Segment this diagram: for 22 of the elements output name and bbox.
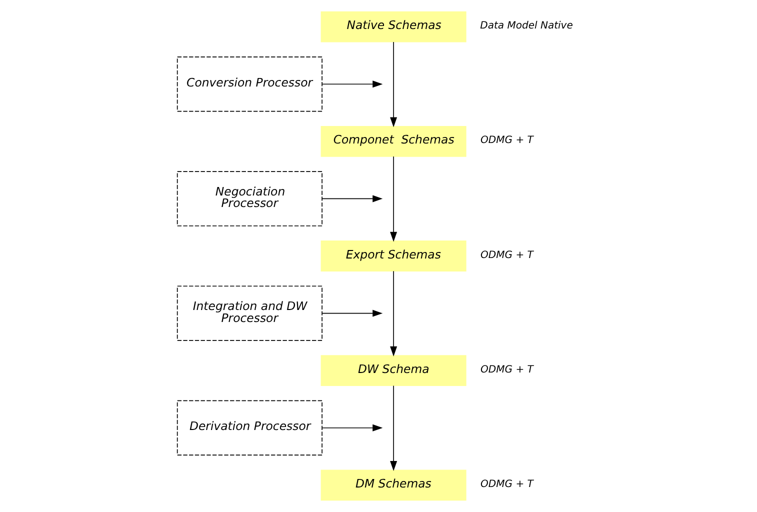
arrow [322,424,383,432]
node-box: DM Schemas [320,470,466,501]
node-box: Native Schemas [320,11,466,42]
node-box: Negociation Processor [176,171,322,226]
node-box: Integration and DW Processor [176,286,322,341]
arrow [390,270,398,356]
node-box: Export Schemas [320,240,466,272]
node-box: Conversion Processor [176,56,322,112]
arrow [390,385,398,472]
arrow [322,80,383,88]
node-box: Derivation Processor [176,400,322,456]
arrow [390,42,398,128]
node-label: ODMG + T [480,250,534,261]
node-label: ODMG + T [480,135,534,146]
node-label: ODMG + T [480,364,534,376]
arrow [390,156,398,242]
node-label: Data Model Native [480,20,573,32]
arrow [322,310,383,317]
node-box: DW Schema [320,355,466,386]
arrow [322,195,383,202]
node-label: ODMG + T [480,478,534,490]
node-box: Componet Schemas [320,126,466,157]
